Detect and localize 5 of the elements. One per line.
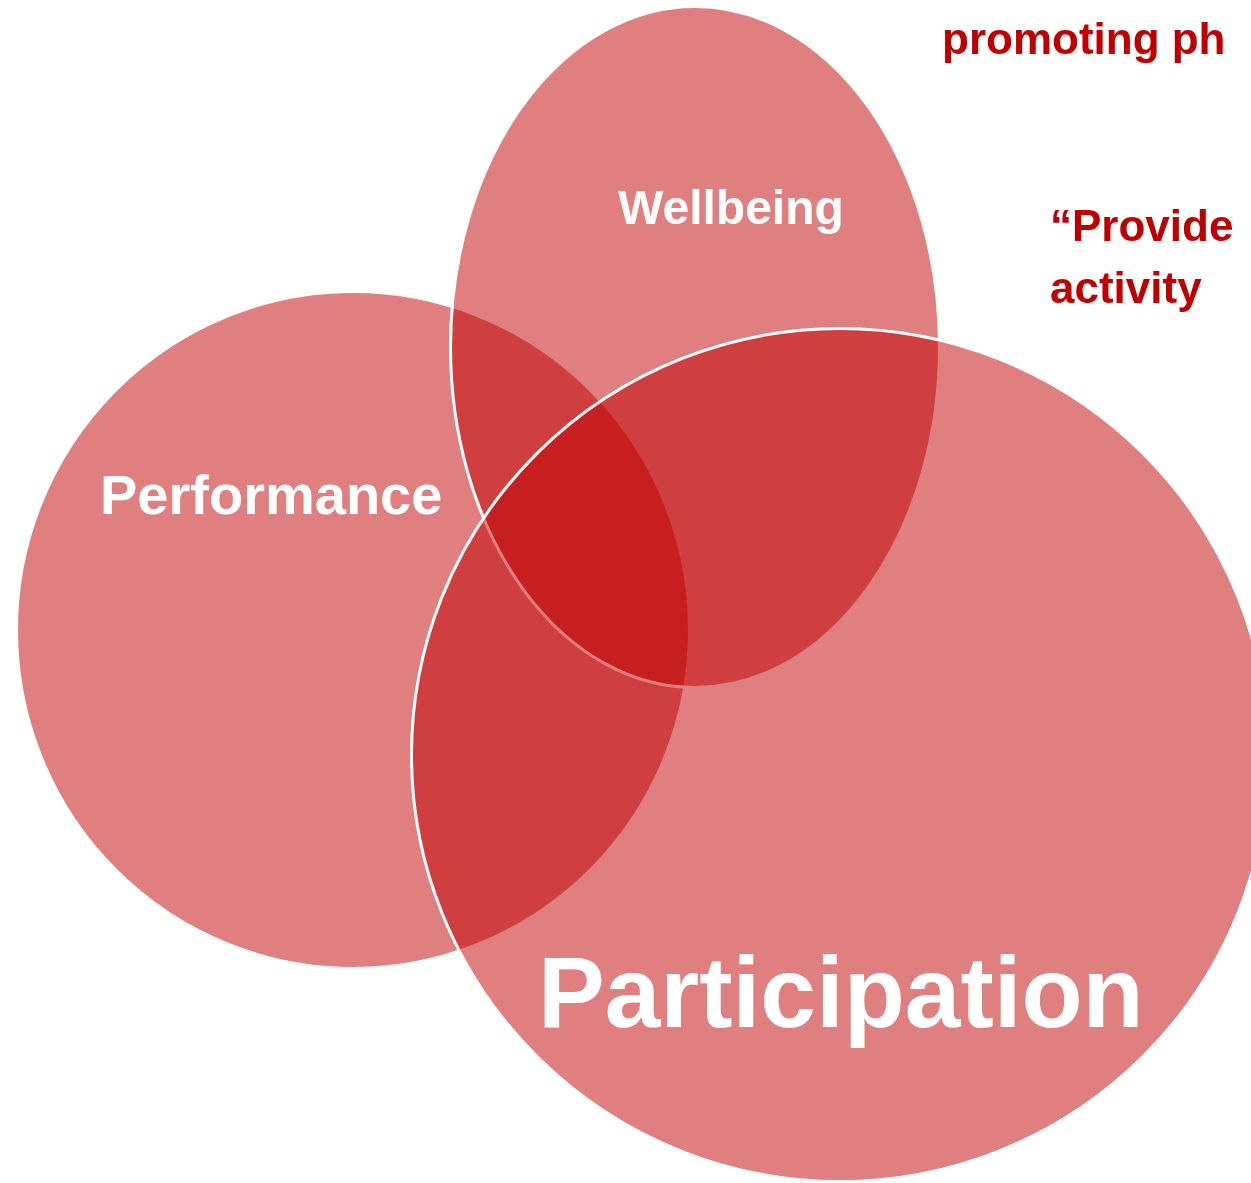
set-label: Performance [100,462,443,527]
set-label: Participation [538,935,1144,1050]
quote-text: promoting ph [942,13,1227,65]
quote-text: “Provide activity [1050,200,1235,314]
set-label: Wellbeing [618,180,844,235]
